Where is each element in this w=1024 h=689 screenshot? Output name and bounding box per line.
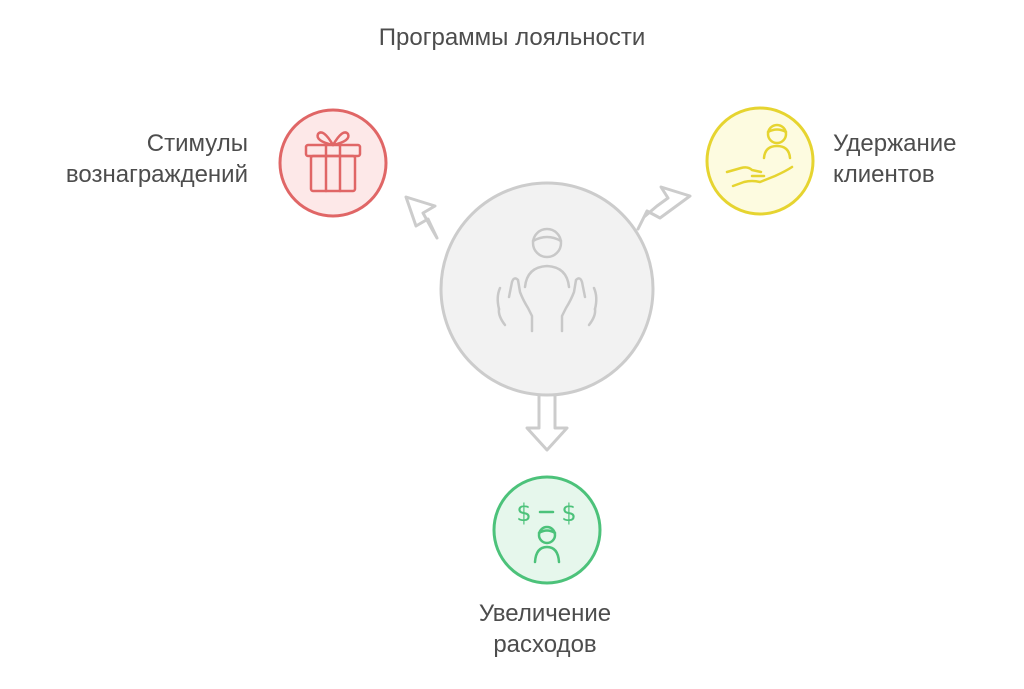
retention-node [705,106,815,216]
arrow-to-rewards [404,195,439,240]
svg-text:$: $ [516,499,531,527]
rewards-label-line-1: Стимулы [146,130,248,157]
retention-label-line-1: Удержание [833,130,957,157]
caring-hands-person-icon [496,227,598,333]
person-money-icon: $ $ [516,499,577,564]
center-node [439,181,655,397]
spending-node: $ $ [492,475,602,585]
rewards-label-line-2: вознаграждений [65,161,248,188]
retention-label: Удержание клиентов [833,128,956,190]
spending-label-line-2: расходов [493,631,597,658]
gift-icon [304,131,362,193]
spending-label: Увеличение расходов [400,598,690,660]
hand-holding-person-icon [725,123,794,188]
spending-label-line-1: Увеличение [478,600,612,627]
diagram-title: Программы лояльности [378,24,646,51]
svg-text:$: $ [561,499,576,527]
retention-label-line-2: клиентов [833,161,935,188]
arrow-to-spending [525,387,569,452]
rewards-label: Стимулы вознаграждений [66,128,248,190]
rewards-node [278,108,388,218]
arrow-to-retention [636,185,692,231]
